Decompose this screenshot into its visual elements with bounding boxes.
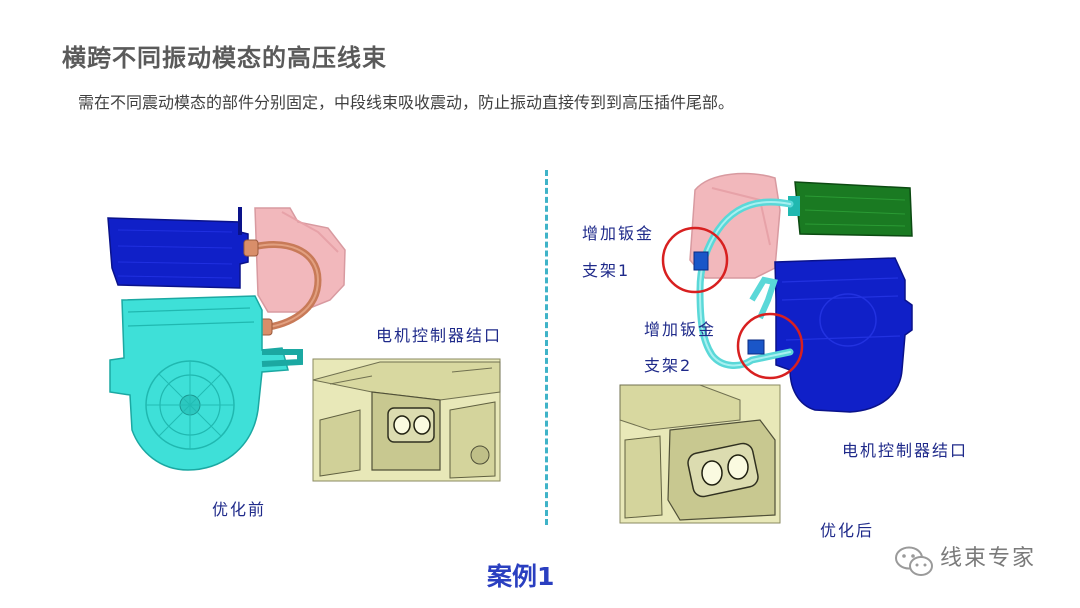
before-illustration — [107, 207, 501, 482]
motor-housing-cyan — [109, 295, 289, 471]
left-connector-label: 电机控制器结口 — [376, 326, 503, 345]
before-label: 优化前 — [212, 500, 267, 519]
bracket2-highlight-circle — [736, 312, 804, 380]
right-connector-label: 电机控制器结口 — [842, 441, 969, 460]
connector-detail-inset — [312, 358, 501, 482]
bracket1-highlight-circle — [661, 226, 729, 294]
connector-detail-inset-right — [619, 384, 781, 524]
page-subtitle: 需在不同震动模态的部件分别固定，中段线束吸收震动，防止振动直接传到到高压插件尾部… — [78, 93, 735, 112]
after-illustration — [619, 172, 913, 524]
bracket2-label-line2: 支架2 — [644, 356, 693, 375]
watermark: 线束专家 — [940, 540, 1036, 572]
after-label: 优化后 — [820, 521, 875, 540]
panel-divider — [545, 170, 548, 525]
bracket1-label-line2: 支架1 — [582, 261, 631, 280]
controller-green — [794, 181, 913, 237]
wechat-icon — [895, 546, 933, 576]
watermark-text: 线束专家 — [940, 546, 1037, 571]
page-title: 横跨不同振动模态的高压线束 — [62, 44, 387, 72]
bracket1-label-line1: 增加钣金 — [582, 224, 655, 243]
bracket2-label-line1: 增加钣金 — [644, 320, 717, 339]
body-panel-pink — [254, 207, 346, 313]
case-title: 案例1 — [487, 562, 555, 591]
